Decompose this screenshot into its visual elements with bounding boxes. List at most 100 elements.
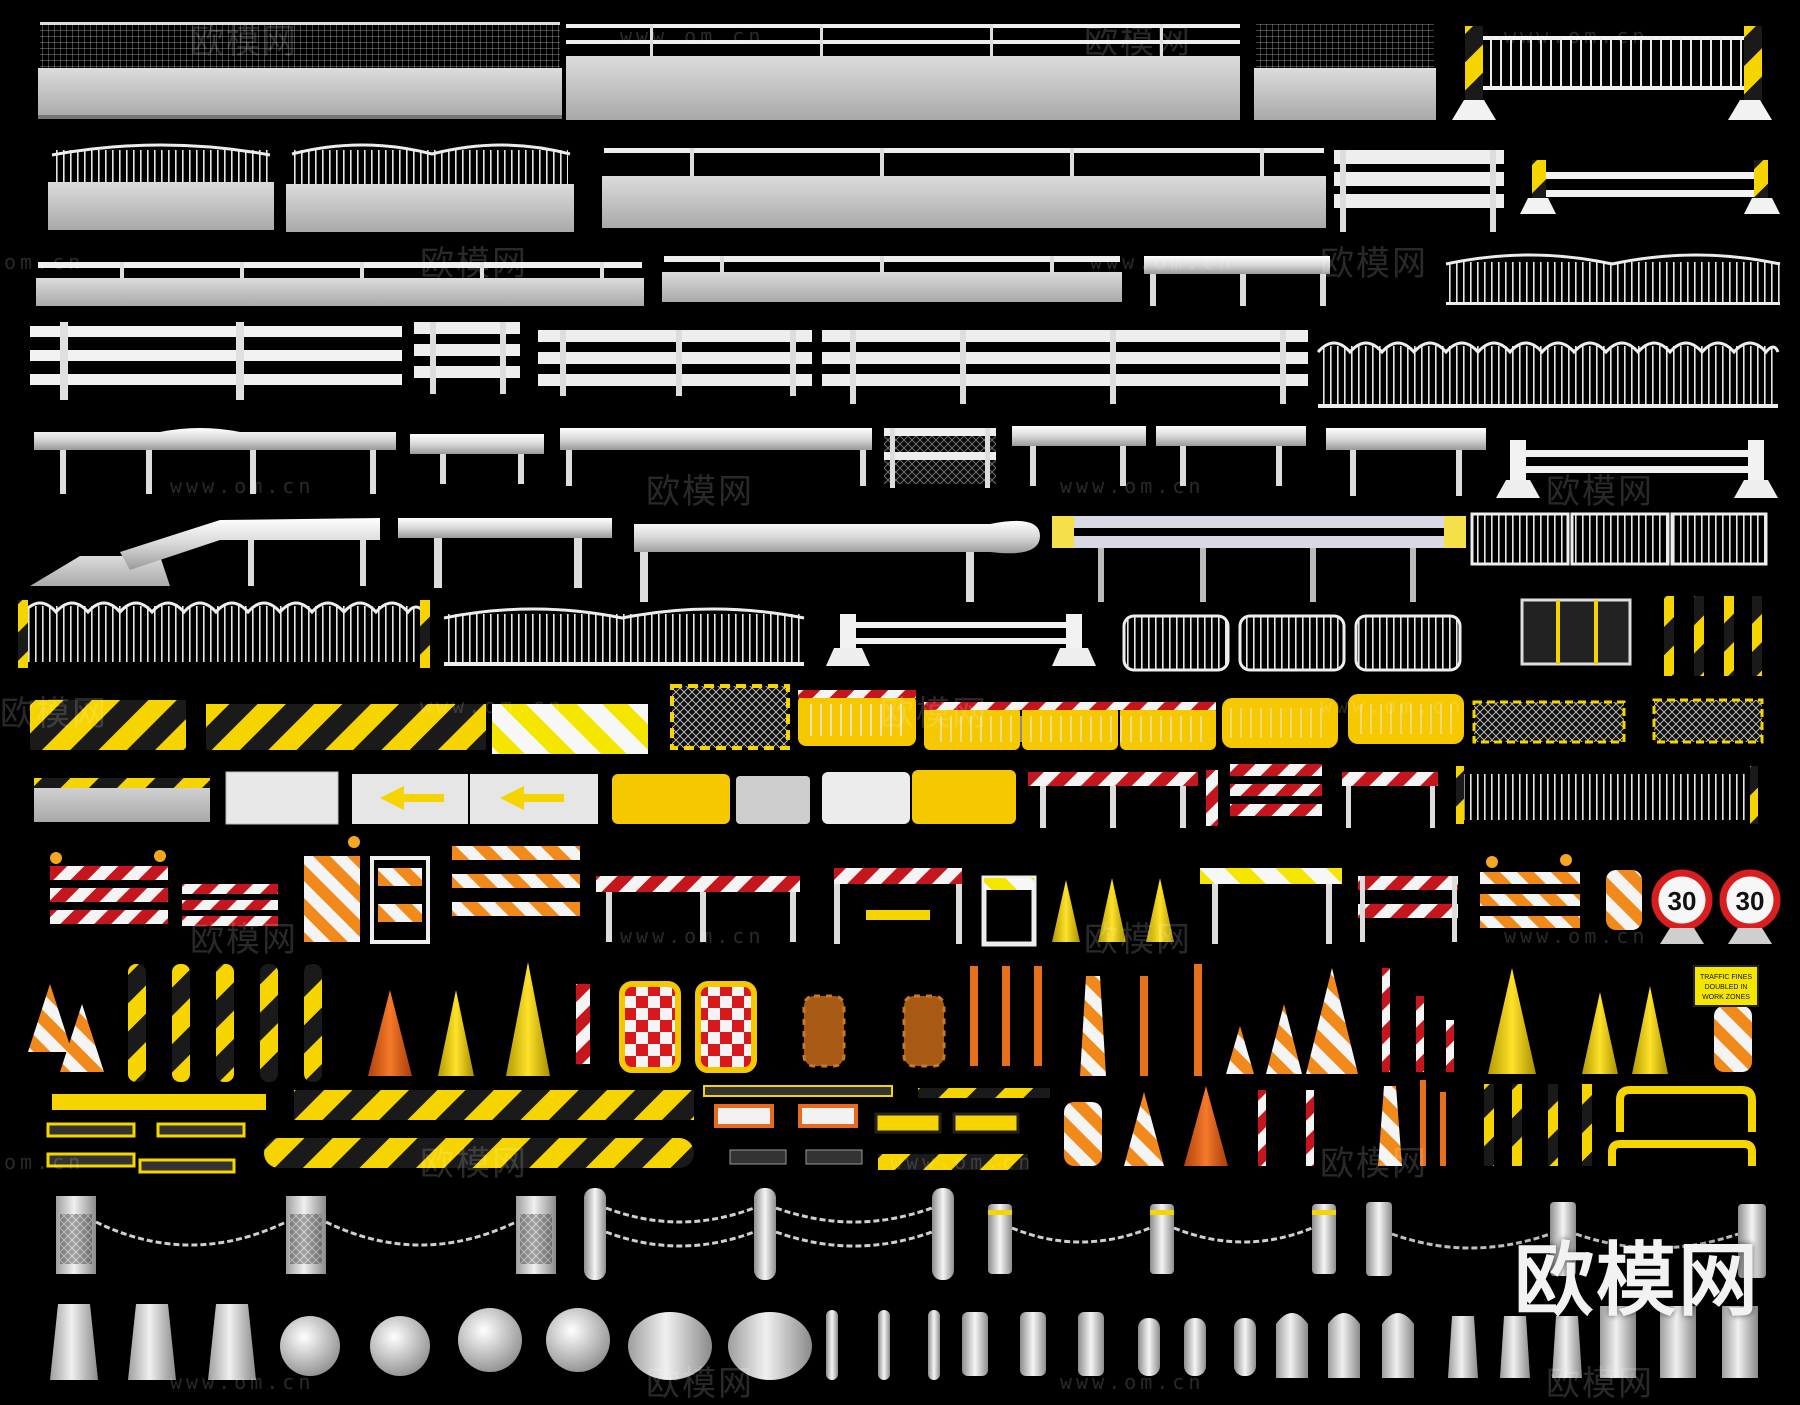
red-white-triple-barricade bbox=[1230, 764, 1322, 816]
hazard-block-black-yellow-1 bbox=[30, 700, 186, 750]
yellow-bollard-1 bbox=[128, 964, 146, 1082]
row-stone-bollards bbox=[50, 1304, 1758, 1380]
speed-limit-value-2: 30 bbox=[1736, 886, 1765, 916]
stone-ball-bollard-1 bbox=[280, 1316, 340, 1376]
red-white-arch-barricade bbox=[834, 868, 962, 944]
row-pedestrian-fences bbox=[18, 596, 1762, 676]
steel-bollard-small-1 bbox=[826, 1310, 838, 1380]
hazard-bollards-row bbox=[1664, 596, 1762, 676]
orange-cone-low-1 bbox=[1124, 1092, 1164, 1166]
stone-pyramid-bollard-1 bbox=[50, 1304, 98, 1380]
work-zone-line2: DOUBLED IN bbox=[1705, 984, 1748, 991]
stone-planter-bollard-2 bbox=[728, 1312, 812, 1380]
curb-black-1 bbox=[729, 1149, 787, 1165]
speed-bump-thin-1 bbox=[703, 1085, 893, 1097]
white-barrier-hazard-top bbox=[34, 778, 210, 822]
jersey-barrier-mesh bbox=[1254, 24, 1436, 120]
banded-bollard-chain-set bbox=[988, 1204, 1336, 1274]
red-white-barricade-small bbox=[182, 884, 278, 926]
orange-delineator-1 bbox=[970, 966, 978, 1066]
u-shaped-guard-1 bbox=[1616, 1086, 1756, 1132]
orange-delineator-2 bbox=[1002, 966, 1010, 1066]
box-beam-guardrail-2 bbox=[398, 518, 612, 588]
row-cones-bollards: TRAFFIC FINES DOUBLED IN WORK ZONES bbox=[28, 962, 1759, 1082]
red-white-long-barricade bbox=[596, 876, 800, 942]
curb-hazard bbox=[878, 1154, 1028, 1170]
granite-bollard-3 bbox=[1552, 1316, 1582, 1378]
steel-bollard-small-3 bbox=[928, 1310, 940, 1380]
double-arched-fence-on-concrete bbox=[286, 143, 574, 232]
wheel-stop-white-2 bbox=[798, 1104, 858, 1128]
white-rail-bench-fence bbox=[1334, 150, 1504, 232]
red-white-post-2 bbox=[1382, 968, 1390, 1072]
red-white-double-barricade bbox=[1358, 876, 1458, 942]
wheel-stop-yellow-1 bbox=[52, 1094, 266, 1110]
white-barrier-gate-feet bbox=[826, 614, 1096, 666]
concrete-barrier-handrail bbox=[602, 148, 1326, 228]
yellow-white-barricade bbox=[1200, 868, 1342, 944]
yellow-bollard-5 bbox=[304, 964, 322, 1082]
orange-drum-worn-2 bbox=[902, 994, 946, 1068]
grey-water-barrier bbox=[736, 776, 810, 824]
barrier-gate-yellow-posts bbox=[1520, 160, 1780, 214]
red-white-post-3 bbox=[1416, 996, 1424, 1072]
white-bollard-3 bbox=[1078, 1312, 1104, 1376]
wheel-stop-black-3 bbox=[46, 1152, 136, 1168]
channelizer-2 bbox=[1378, 1086, 1402, 1166]
orange-cone-big bbox=[1306, 968, 1358, 1074]
white-water-barrier bbox=[822, 772, 910, 824]
yellow-plastic-barrier-red-top bbox=[798, 690, 916, 746]
red-white-delineator-3 bbox=[1306, 1090, 1314, 1166]
orange-drum-right bbox=[1714, 1006, 1752, 1072]
red-white-delineator bbox=[576, 984, 590, 1064]
yellow-water-barrier bbox=[612, 774, 730, 824]
row-crash-cushions bbox=[30, 512, 1768, 602]
speed-bump-rubber bbox=[264, 1138, 694, 1168]
picket-fence-hazard-ends bbox=[1456, 766, 1758, 824]
yellow-interlock-barrier bbox=[1222, 694, 1464, 748]
work-zone-line1: TRAFFIC FINES bbox=[1700, 974, 1752, 981]
white-bollard-4 bbox=[1138, 1318, 1160, 1376]
orange-delineator-5 bbox=[1194, 964, 1202, 1076]
red-white-pole-barrier bbox=[1028, 772, 1198, 828]
w-beam-guardrail-pair bbox=[1012, 426, 1306, 486]
hazard-block-black-yellow-2 bbox=[206, 704, 486, 750]
white-bollard-2 bbox=[1020, 1312, 1046, 1376]
speed-limit-sign-2: 30 bbox=[1719, 869, 1781, 944]
pedestrian-barrier-white-feet bbox=[1496, 440, 1778, 498]
granite-block-2 bbox=[1660, 1306, 1696, 1378]
curb-black-2 bbox=[805, 1149, 863, 1165]
checkered-drum-2 bbox=[695, 981, 757, 1073]
row-barricades: 30 30 bbox=[50, 836, 1781, 947]
double-arched-panel-fence bbox=[443, 607, 805, 666]
red-white-barricade-lights bbox=[50, 850, 168, 924]
granite-bollard-2 bbox=[1500, 1316, 1530, 1378]
row-water-filled-barriers bbox=[34, 764, 1758, 828]
orange-drum-small bbox=[1606, 870, 1642, 930]
orange-drum-low bbox=[1064, 1102, 1102, 1166]
low-concrete-rail-1 bbox=[36, 262, 644, 306]
orange-delineator-3 bbox=[1034, 966, 1042, 1066]
orange-delineator-7 bbox=[1440, 1092, 1446, 1166]
concrete-barrier-mesh-fence bbox=[38, 22, 562, 119]
w-beam-guardrail-end bbox=[1326, 428, 1486, 496]
channelizer-orange-white bbox=[1080, 976, 1106, 1076]
steel-bollard-small-2 bbox=[878, 1310, 890, 1380]
wheel-stop-white-1 bbox=[714, 1104, 774, 1128]
pedestrian-gate-yellow-ends bbox=[1452, 26, 1772, 120]
wheel-stop-yellow-2 bbox=[874, 1112, 942, 1134]
small-yellow-cone-3 bbox=[1146, 878, 1174, 942]
guardrail-terminal-end bbox=[634, 520, 1040, 602]
black-yellow-crowd-barriers-pair bbox=[1472, 698, 1764, 744]
two-rail-mesh-fence bbox=[884, 428, 996, 488]
row-speed-bumps bbox=[46, 1080, 1756, 1174]
yellow-cone-small-2 bbox=[1582, 992, 1618, 1074]
corner-logo: 欧模网 bbox=[1514, 1234, 1760, 1327]
orange-white-triple-barricade bbox=[452, 846, 580, 916]
double-arched-metal-fence bbox=[1445, 253, 1781, 305]
hazard-block-yellow-white bbox=[492, 704, 648, 754]
guardrail-ramp-end bbox=[30, 518, 380, 586]
stone-pyramid-bollard-3 bbox=[208, 1304, 256, 1380]
white-bollard-1 bbox=[962, 1312, 988, 1376]
